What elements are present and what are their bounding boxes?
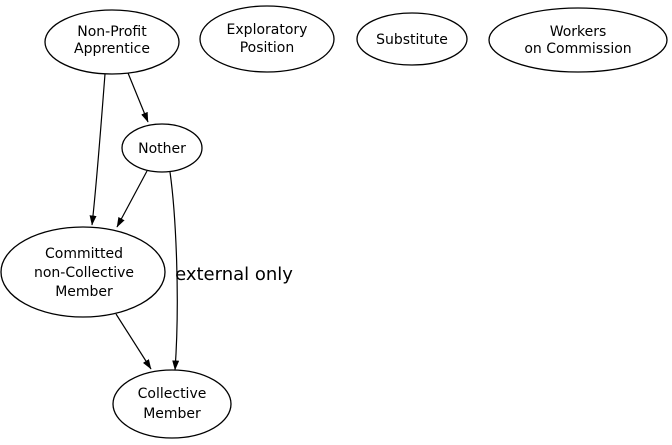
node-label-line: Non-Profit — [77, 24, 147, 40]
edge-nother-to-committed-member — [116, 170, 148, 228]
edge-label-external-only: external only — [175, 264, 293, 285]
edge-nonprofit-apprentice-to-committed-member — [89, 73, 106, 226]
edge-nonprofit-apprentice-to-nother — [127, 72, 149, 123]
node-nother: Nother — [121, 123, 203, 173]
node-ellipse-nother — [121, 123, 203, 173]
node-substitute: Substitute — [356, 12, 468, 66]
edge-nother-to-collective-member — [169, 171, 180, 371]
node-label-line: Position — [240, 40, 295, 56]
node-label-line: non-Collective — [34, 265, 134, 281]
node-label-line: Nother — [138, 141, 186, 157]
node-ellipse-non-profit-apprentice — [44, 9, 180, 75]
node-label-line: Substitute — [376, 32, 448, 48]
node-label-line: Committed — [45, 246, 123, 262]
node-label-line: Exploratory — [227, 22, 308, 38]
node-workers-on-commission: Workers on Commission — [488, 7, 668, 73]
node-label-line: Workers — [550, 24, 607, 40]
node-label-line: on Commission — [524, 41, 631, 57]
edge-committed-member-to-collective-member — [115, 313, 152, 370]
node-label-line: Member — [55, 284, 113, 300]
node-ellipse-collective-member — [112, 369, 232, 439]
node-label-line: Collective — [138, 386, 207, 402]
node-ellipse-exploratory-position — [199, 5, 335, 73]
node-ellipse-workers-on-commission — [488, 7, 668, 73]
node-ellipse-substitute — [356, 12, 468, 66]
node-exploratory-position: Exploratory Position — [199, 5, 335, 73]
edge-group — [89, 72, 180, 371]
node-ellipse-committed-non-collective-member — [0, 226, 166, 318]
node-collective-member: Collective Member — [112, 369, 232, 439]
node-non-profit-apprentice: Non-Profit Apprentice — [44, 9, 180, 75]
node-label-line: Member — [143, 406, 201, 422]
node-committed-non-collective-member: Committed non-Collective Member — [0, 226, 166, 318]
node-label-line: Apprentice — [74, 41, 150, 57]
